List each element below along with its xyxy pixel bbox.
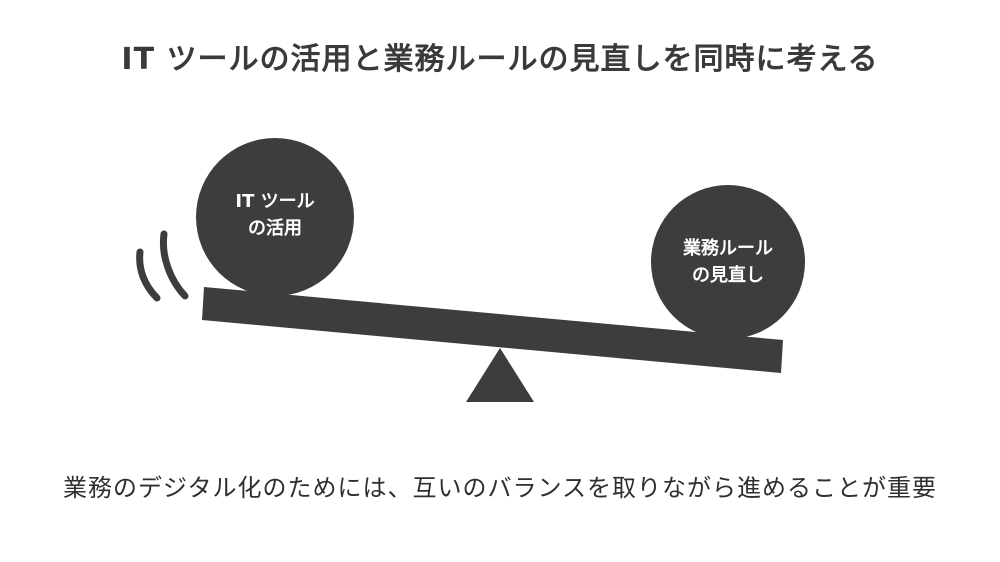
seesaw-fulcrum [466,348,534,402]
left-weight-ball [196,138,354,296]
page-title: IT ツールの活用と業務ルールの見直しを同時に考える [121,42,879,77]
caption-text: 業務のデジタル化のためには、互いのバランスを取りながら進めることが重要 [62,474,938,502]
right-weight-ball [651,185,805,339]
motion-arc-inner-icon [159,230,189,300]
motion-arc-outer-icon [136,248,161,302]
left-weight-label-line2: の活用 [248,217,302,239]
right-weight-label-line1: 業務ルール [682,237,773,259]
seesaw-beam [202,287,783,373]
left-weight-label-line1: IT ツール [235,191,314,212]
right-weight-label-line2: の見直し [692,264,764,286]
